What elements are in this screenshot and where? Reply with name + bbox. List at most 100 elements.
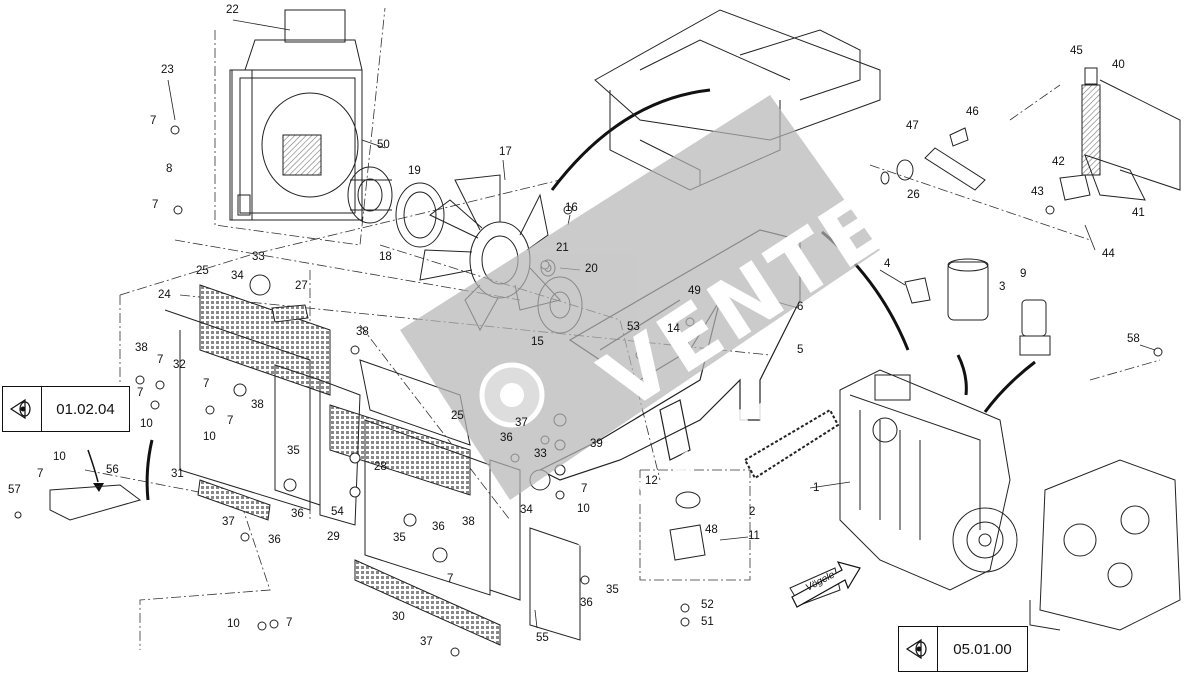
part-callout[interactable]: 7	[37, 468, 44, 480]
part-callout[interactable]: 25	[196, 265, 209, 277]
part-callout[interactable]: 15	[531, 336, 544, 348]
part-callout[interactable]: 18	[379, 251, 392, 263]
part-callout[interactable]: 5	[797, 344, 804, 356]
filters	[904, 258, 1051, 356]
part-callout[interactable]: 40	[1112, 59, 1125, 71]
part-callout[interactable]: 7	[137, 387, 144, 399]
radiator-assembly	[229, 9, 363, 221]
part-callout[interactable]: 53	[627, 321, 640, 333]
part-callout[interactable]: 55	[536, 632, 549, 644]
part-callout[interactable]: 27	[295, 280, 308, 292]
part-callout[interactable]: 31	[171, 468, 184, 480]
reference-code: 01.02.04	[56, 400, 115, 418]
part-callout[interactable]: 37	[515, 417, 528, 429]
part-callout[interactable]: 2	[749, 506, 756, 518]
part-callout[interactable]: 37	[420, 636, 433, 648]
part-callout[interactable]: 3	[999, 281, 1006, 293]
part-callout[interactable]: 52	[701, 599, 714, 611]
part-callout[interactable]: 32	[173, 359, 186, 371]
part-callout[interactable]: 39	[590, 438, 603, 450]
part-callout[interactable]: 46	[966, 106, 979, 118]
part-callout[interactable]: 45	[1070, 45, 1083, 57]
part-callout[interactable]: 37	[222, 516, 235, 528]
part-callout[interactable]: 51	[701, 616, 714, 628]
part-callout[interactable]: 10	[203, 431, 216, 443]
part-callout[interactable]: 36	[500, 432, 513, 444]
part-callout[interactable]: 36	[580, 597, 593, 609]
part-callout[interactable]: 28	[374, 461, 387, 473]
part-callout[interactable]: 8	[166, 163, 173, 175]
part-callout[interactable]: 34	[231, 270, 244, 282]
part-callout[interactable]: 29	[327, 531, 340, 543]
part-callout[interactable]: 22	[226, 4, 239, 16]
gear-housing	[1029, 459, 1181, 631]
part-callout[interactable]: 47	[906, 120, 919, 132]
part-callout[interactable]: 20	[585, 263, 598, 275]
part-callout[interactable]: 36	[268, 534, 281, 546]
engine	[839, 369, 1018, 591]
reference-box-05-01-00[interactable]: 05.01.00	[898, 626, 1028, 672]
part-callout[interactable]: 36	[291, 508, 304, 520]
part-callout[interactable]: 25	[451, 410, 464, 422]
part-callout[interactable]: 44	[1102, 248, 1115, 260]
part-callout[interactable]: 38	[462, 516, 475, 528]
fan-clutch	[347, 166, 445, 248]
reference-box-01-02-04[interactable]: 01.02.04	[2, 386, 130, 432]
part-callout[interactable]: 9	[1020, 268, 1027, 280]
part-callout[interactable]: 42	[1052, 156, 1065, 168]
part-callout[interactable]: 19	[408, 165, 421, 177]
part-callout[interactable]: 6	[797, 301, 804, 313]
part-callout[interactable]: 35	[606, 584, 619, 596]
part-callout[interactable]: 30	[392, 611, 405, 623]
part-callout[interactable]: 38	[135, 342, 148, 354]
part-callout[interactable]: 7	[150, 115, 157, 127]
part-callout[interactable]: 33	[534, 448, 547, 460]
part-callout[interactable]: 48	[705, 524, 718, 536]
eye-icon	[899, 627, 938, 671]
cartridge-parts	[880, 67, 1181, 201]
part-callout[interactable]: 34	[520, 504, 533, 516]
part-callout[interactable]: 7	[581, 483, 588, 495]
part-callout[interactable]: 7	[227, 415, 234, 427]
part-callout[interactable]: 58	[1127, 333, 1140, 345]
part-callout[interactable]: 50	[377, 139, 390, 151]
leader-lines	[167, 19, 1156, 629]
part-callout[interactable]: 36	[432, 521, 445, 533]
part-callout[interactable]: 10	[577, 503, 590, 515]
part-callout[interactable]: 11	[748, 530, 760, 542]
part-callout[interactable]: 10	[227, 618, 240, 630]
part-callout[interactable]: 57	[8, 484, 21, 496]
part-callout[interactable]: 17	[499, 146, 512, 158]
part-callout[interactable]: 14	[667, 323, 680, 335]
part-callout[interactable]: 41	[1132, 207, 1145, 219]
part-callout[interactable]: 4	[884, 258, 891, 270]
part-callout[interactable]: 7	[203, 378, 210, 390]
part-callout[interactable]: 43	[1031, 186, 1044, 198]
belt	[743, 408, 840, 480]
part-callout[interactable]: 38	[251, 399, 264, 411]
part-callout[interactable]: 7	[286, 617, 293, 629]
part-callout[interactable]: 10	[140, 418, 153, 430]
part-callout[interactable]: 56	[106, 464, 119, 476]
part-callout[interactable]: 21	[556, 242, 569, 254]
part-callout[interactable]: 23	[161, 64, 174, 76]
mount-plates	[49, 484, 841, 606]
part-callout[interactable]: 26	[907, 189, 920, 201]
part-callout[interactable]: 7	[447, 573, 454, 585]
part-callout[interactable]: 12	[645, 475, 658, 487]
part-callout[interactable]: 38	[356, 326, 369, 338]
part-callout[interactable]: 35	[287, 445, 300, 457]
part-callout[interactable]: 33	[252, 251, 265, 263]
part-callout[interactable]: 7	[152, 199, 159, 211]
part-callout[interactable]: 1	[813, 482, 820, 494]
part-callout[interactable]: 16	[565, 202, 578, 214]
part-callout[interactable]: 49	[688, 285, 701, 297]
part-callout[interactable]: 24	[158, 289, 171, 301]
part-callout[interactable]: 54	[331, 506, 344, 518]
part-callout[interactable]: 10	[53, 451, 66, 463]
part-callout[interactable]: 7	[157, 354, 164, 366]
eye-icon	[3, 387, 42, 431]
part-callout[interactable]: 35	[393, 532, 406, 544]
